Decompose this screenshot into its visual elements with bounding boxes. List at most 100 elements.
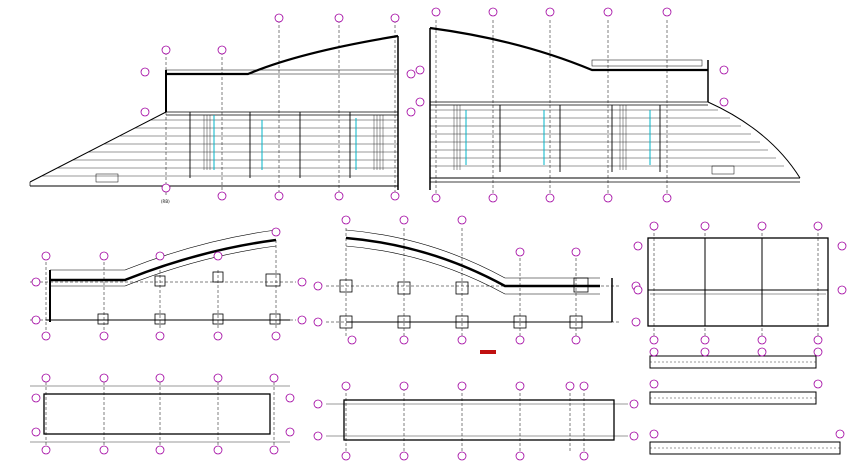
grid-bubble [649,221,659,231]
grid-bubble [390,13,400,23]
beam-details-right [649,355,841,455]
framing-plan-center [326,228,620,354]
grid-bubble [813,347,823,357]
grid-bubble [649,429,659,439]
grid-bubble [633,285,643,295]
grid-bubble [571,335,581,345]
grid-bubble [31,393,41,403]
grid-bubble [649,347,659,357]
grid-bubble [431,7,441,17]
grid-bubble [99,445,109,455]
grid-bubble [457,335,467,345]
grid-bubble [757,335,767,345]
grid-bubble [213,373,223,383]
framing-plan-left [30,229,296,330]
grid-bubble [719,65,729,75]
grid-bubble [649,335,659,345]
grid-bubble [161,183,171,193]
grid-bubble [285,393,295,403]
grid-bubble [700,221,710,231]
grid-bubble [633,241,643,251]
grid-bubble [213,251,223,261]
grid-bubble [269,373,279,383]
grid-bubble [406,69,416,79]
grid-bubble [217,191,227,201]
grid-bubble [31,427,41,437]
grid-bubble [579,451,589,461]
section-callout: (RB) [161,199,170,204]
grid-bubble [719,97,729,107]
grid-bubble [629,431,639,441]
grid-bubble [631,317,641,327]
grid-bubble [457,381,467,391]
grid-bubble [217,45,227,55]
grid-bubble [565,381,575,391]
grid-bubble [334,191,344,201]
grid-bubble [837,241,847,251]
grid-bubble [515,335,525,345]
grid-bubble [140,67,150,77]
grid-bubble [390,191,400,201]
grid-bubble [488,7,498,17]
grid-bubble [515,247,525,257]
grid-bubble [41,251,51,261]
grid-bubble [457,215,467,225]
grid-bubble [700,335,710,345]
grid-bubble [835,429,845,439]
grid-bubble [813,379,823,389]
grid-bubble [700,347,710,357]
grid-bubble [341,381,351,391]
grid-bubble [571,247,581,257]
strip-plan-left [30,382,290,446]
grid-bubble [99,373,109,383]
grid-bubble [415,97,425,107]
grid-bubble [662,7,672,17]
grid-bubble [274,13,284,23]
grid-bubble [155,373,165,383]
grid-bubble [649,379,659,389]
grid-bubble [399,215,409,225]
grid-bubble [545,7,555,17]
grid-bubble [269,445,279,455]
grid-bubble [271,331,281,341]
grid-bubble [629,399,639,409]
grid-bubble [285,427,295,437]
grid-bubble [399,381,409,391]
grid-bubble [213,331,223,341]
grid-bubble [161,45,171,55]
grid-bubble [274,191,284,201]
grid-bubble [140,107,150,117]
grid-bubble [313,431,323,441]
grid-bubbles [31,7,847,461]
section-elevation-right [429,20,801,198]
grid-bubble [579,381,589,391]
grid-bubble [41,331,51,341]
grid-bubble [757,347,767,357]
grid-bubble [813,221,823,231]
grid-bubble [31,277,41,287]
grid-bubble [406,107,416,117]
grid-bubble [515,381,525,391]
grid-bubble [662,193,672,203]
grid-bubble [837,285,847,295]
grid-bubble [515,451,525,461]
grid-bubble [457,451,467,461]
grid-bubble [431,193,441,203]
grid-bubble [341,451,351,461]
grid-bubble [415,65,425,75]
strip-plan-center [326,388,628,452]
grid-bubble [31,315,41,325]
grid-bubble [213,445,223,455]
grid-bubble [399,451,409,461]
section-elevation-left [29,20,399,195]
grid-bubble [99,251,109,261]
grid-bubble [813,335,823,345]
grid-bubble [41,445,51,455]
grid-bubble [341,215,351,225]
grid-bubble [271,227,281,237]
grid-bubble [41,373,51,383]
grid-bubble [155,251,165,261]
grid-bubble [757,221,767,231]
grid-bubble [155,445,165,455]
